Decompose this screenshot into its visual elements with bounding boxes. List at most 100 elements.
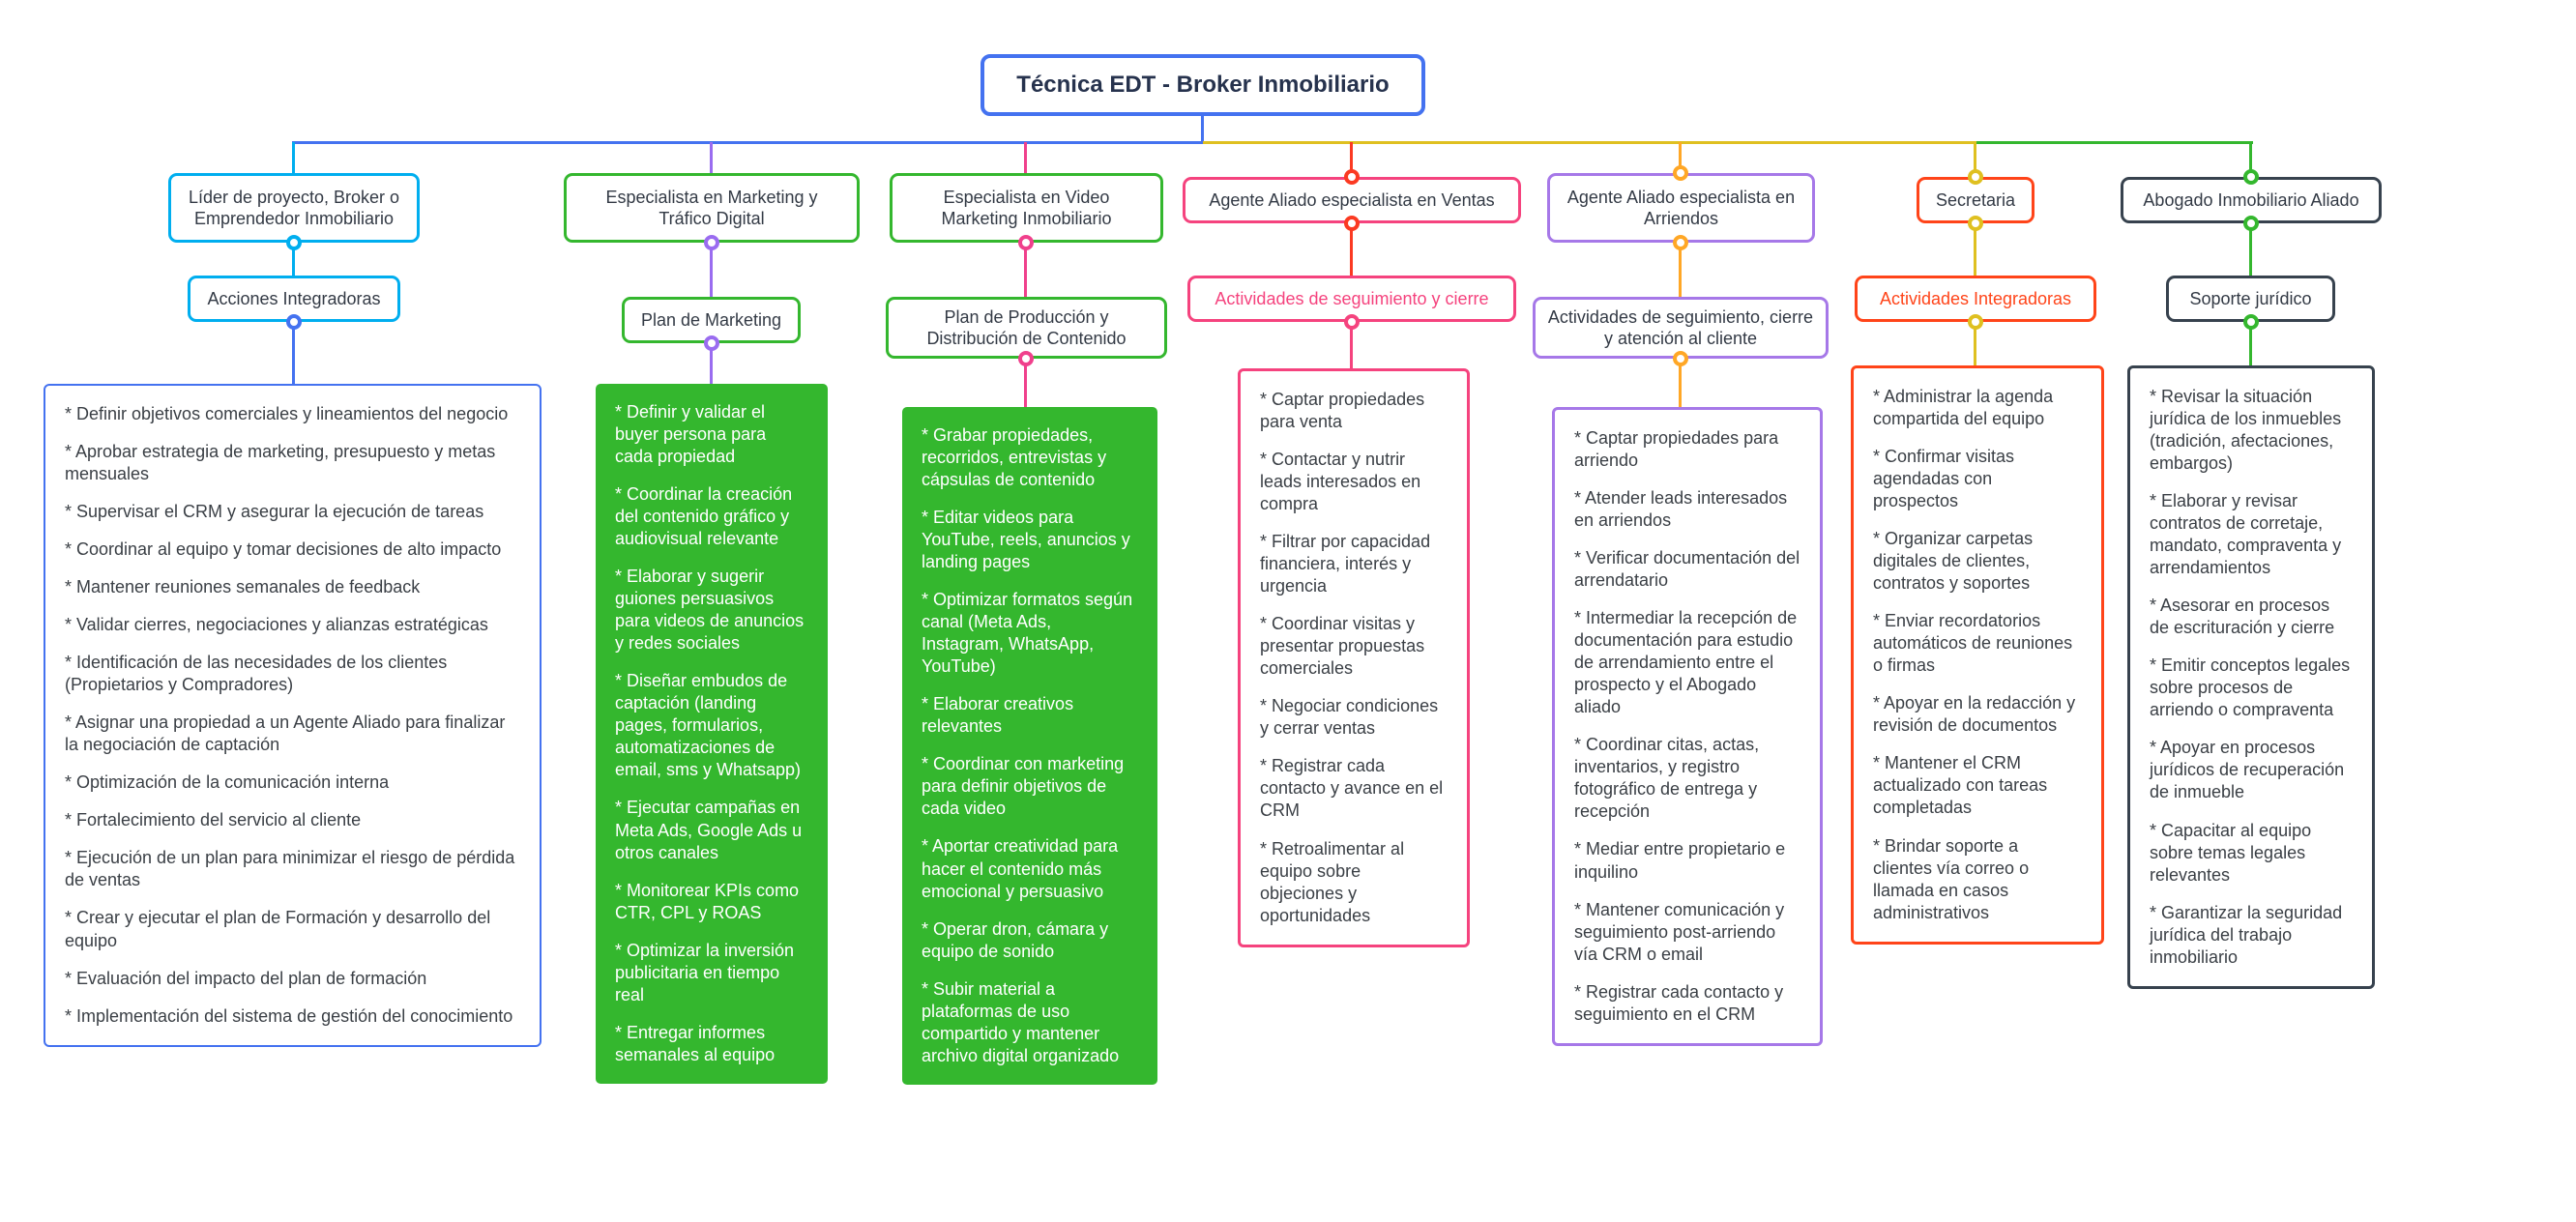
task-item: * Asignar una propiedad a un Agente Alia… xyxy=(65,713,511,755)
node-plan-produccion[interactable]: Plan de Producción y Distribución de Con… xyxy=(886,297,1167,359)
dot-lider-proyecto-2[interactable] xyxy=(286,314,302,330)
task-item: * Operar dron, cámara y equipo de sonido xyxy=(922,918,1114,961)
edge-agente-arriendos-2 xyxy=(1679,359,1682,407)
dot-abogado-1[interactable] xyxy=(2243,216,2259,231)
node-label: Especialista en Video Marketing Inmobili… xyxy=(941,187,1112,229)
node-video-marketing[interactable]: Especialista en Video Marketing Inmobili… xyxy=(890,173,1163,243)
task-item: * Coordinar visitas y presentar propuest… xyxy=(1260,614,1430,679)
dot-marketing-digital-1[interactable] xyxy=(704,235,719,250)
task-item: * Garantizar la seguridad jurídica del t… xyxy=(2150,902,2348,967)
task-item: * Retroalimentar al equipo sobre objecio… xyxy=(1260,838,1410,925)
dot-marketing-digital-2[interactable] xyxy=(704,335,719,351)
task-item: * Coordinar la creación del contenido gr… xyxy=(615,484,798,549)
task-item: * Aprobar estrategia de marketing, presu… xyxy=(65,442,501,484)
tasks-marketing-digital[interactable]: * Definir y validar el buyer persona par… xyxy=(596,384,828,1084)
task-item: * Monitorear KPIs como CTR, CPL y ROAS xyxy=(615,880,805,922)
task-item: * Aportar creatividad para hacer el cont… xyxy=(922,836,1124,901)
node-label: Secretaria xyxy=(1935,189,2016,210)
task-item: * Mantener el CRM actualizado con tareas… xyxy=(1873,753,2053,818)
task-item: * Mediar entre propietario e inquilino xyxy=(1574,839,1791,882)
node-label: Actividades Integradoras xyxy=(1879,288,2072,308)
edge-lider-proyecto-2 xyxy=(292,322,295,384)
edge-video-marketing-1 xyxy=(1024,243,1027,297)
node-label: Plan de Producción y Distribución de Con… xyxy=(926,306,1127,349)
task-item: * Validar cierres, negociaciones y alian… xyxy=(65,615,488,635)
node-marketing-digital[interactable]: Especialista en Marketing y Tráfico Digi… xyxy=(564,173,860,243)
dot-agente-arriendos-top[interactable] xyxy=(1673,165,1688,181)
tasks-abogado[interactable]: * Revisar la situación jurídica de los i… xyxy=(2127,365,2375,989)
task-item: * Elaborar creativos relevantes xyxy=(922,694,1079,737)
task-item: * Captar propiedades para venta xyxy=(1260,390,1430,432)
task-item: * Crear y ejecutar el plan de Formación … xyxy=(65,908,496,950)
node-label: Especialista en Marketing y Tráfico Digi… xyxy=(605,187,818,229)
node-label: Agente Aliado especialista en Arriendos xyxy=(1566,187,1796,229)
dot-abogado-top[interactable] xyxy=(2243,169,2259,185)
node-label: Plan de Marketing xyxy=(640,309,782,330)
task-item: * Supervisar el CRM y asegurar la ejecuc… xyxy=(65,502,484,522)
tasks-secretaria[interactable]: * Administrar la agenda compartida del e… xyxy=(1851,365,2104,945)
task-item: * Atender leads interesados en arriendos xyxy=(1574,488,1793,531)
task-item: * Definir objetivos comerciales y lineam… xyxy=(65,404,509,423)
task-item: * Mantener comunicación y seguimiento po… xyxy=(1574,899,1790,964)
task-item: * Definir y validar el buyer persona par… xyxy=(615,402,772,467)
task-item: * Ejecutar campañas en Meta Ads, Google … xyxy=(615,798,807,862)
edge-trunk-to-marketing-digital xyxy=(710,142,713,173)
task-item: * Registrar cada contacto y avance en el… xyxy=(1260,756,1449,821)
dot-abogado-2[interactable] xyxy=(2243,314,2259,330)
node-root[interactable]: Técnica EDT - Broker Inmobiliario xyxy=(981,54,1425,116)
task-item: * Mantener reuniones semanales de feedba… xyxy=(65,577,421,597)
task-item: * Optimización de la comunicación intern… xyxy=(65,772,390,793)
task-item: * Negociar condiciones y cerrar ventas xyxy=(1260,696,1444,739)
task-item: * Subir material a plataformas de uso co… xyxy=(922,978,1120,1065)
task-item: * Coordinar con marketing para definir o… xyxy=(922,754,1129,819)
task-item: * Elaborar y revisar contratos de corret… xyxy=(2150,491,2347,578)
edge-trunk-to-abogado xyxy=(2249,142,2252,177)
task-item: * Asesorar en procesos de escrituración … xyxy=(2150,596,2335,638)
dot-lider-proyecto-1[interactable] xyxy=(286,235,302,250)
tasks-agente-ventas[interactable]: * Captar propiedades para venta * Contact… xyxy=(1238,368,1470,947)
tasks-lider-proyecto[interactable]: * Definir objetivos comerciales y lineam… xyxy=(44,384,542,1047)
dot-agente-ventas-2[interactable] xyxy=(1344,314,1360,330)
dot-secretaria-1[interactable] xyxy=(1968,216,1983,231)
dot-agente-arriendos-1[interactable] xyxy=(1673,235,1688,250)
node-label: Agente Aliado especialista en Ventas xyxy=(1209,189,1495,210)
edge-abogado-2 xyxy=(2249,322,2252,365)
tasks-video-marketing[interactable]: * Grabar propiedades, recorridos, entrev… xyxy=(902,407,1157,1085)
edge-secretaria-1 xyxy=(1974,223,1976,276)
tasks-agente-arriendos[interactable]: * Captar propiedades para arriendo * Aten… xyxy=(1552,407,1823,1046)
task-item: * Confirmar visitas agendadas con prospe… xyxy=(1873,447,2020,511)
node-lider-proyecto[interactable]: Líder de proyecto, Broker o Emprendedor … xyxy=(168,173,420,243)
task-item: * Optimizar formatos según canal (Meta A… xyxy=(922,590,1138,677)
root-label: Técnica EDT - Broker Inmobiliario xyxy=(1016,72,1390,98)
node-seguimiento-arriendos[interactable]: Actividades de seguimiento, cierre y ate… xyxy=(1533,297,1829,359)
dot-video-marketing-2[interactable] xyxy=(1018,351,1034,366)
node-label: Abogado Inmobiliario Aliado xyxy=(2143,189,2359,210)
task-item: * Capacitar al equipo sobre temas legale… xyxy=(2150,820,2317,885)
edge-trunk-to-lider-proyecto xyxy=(292,142,295,173)
dot-agente-ventas-top[interactable] xyxy=(1344,169,1360,185)
task-item: * Intermediar la recepción de documentac… xyxy=(1574,608,1802,717)
edge-marketing-digital-1 xyxy=(710,243,713,297)
dot-video-marketing-1[interactable] xyxy=(1018,235,1034,250)
dot-secretaria-2[interactable] xyxy=(1968,314,1983,330)
edge-agente-ventas-1 xyxy=(1350,223,1353,276)
dot-agente-arriendos-2[interactable] xyxy=(1673,351,1688,366)
dot-secretaria-top[interactable] xyxy=(1968,169,1983,185)
node-label: Actividades de seguimiento y cierre xyxy=(1215,288,1489,308)
task-item: * Enviar recordatorios automáticos de re… xyxy=(1873,611,2078,676)
task-item: * Contactar y nutrir leads interesados e… xyxy=(1260,450,1426,514)
node-label: Acciones Integradoras xyxy=(207,288,381,308)
edge-trunk-right xyxy=(1203,141,1976,144)
node-agente-arriendos[interactable]: Agente Aliado especialista en Arriendos xyxy=(1547,173,1815,243)
node-label: Líder de proyecto, Broker o Emprendedor … xyxy=(188,187,400,229)
dot-agente-ventas-1[interactable] xyxy=(1344,216,1360,231)
task-item: * Optimizar la inversión publicitaria en… xyxy=(615,940,800,1004)
task-item: * Editar videos para YouTube, reels, anu… xyxy=(922,508,1135,572)
task-item: * Brindar soporte a clientes vía correo … xyxy=(1873,835,2034,922)
edge-trunk-to-agente-arriendos xyxy=(1679,142,1682,173)
edge-root-stub xyxy=(1201,116,1204,142)
task-item: * Fortalecimiento del servicio al client… xyxy=(65,810,362,830)
task-item: * Captar propiedades para arriendo xyxy=(1574,428,1784,471)
edge-trunk-to-agente-ventas xyxy=(1350,142,1353,177)
task-item: * Coordinar al equipo y tomar decisiones… xyxy=(65,539,502,560)
